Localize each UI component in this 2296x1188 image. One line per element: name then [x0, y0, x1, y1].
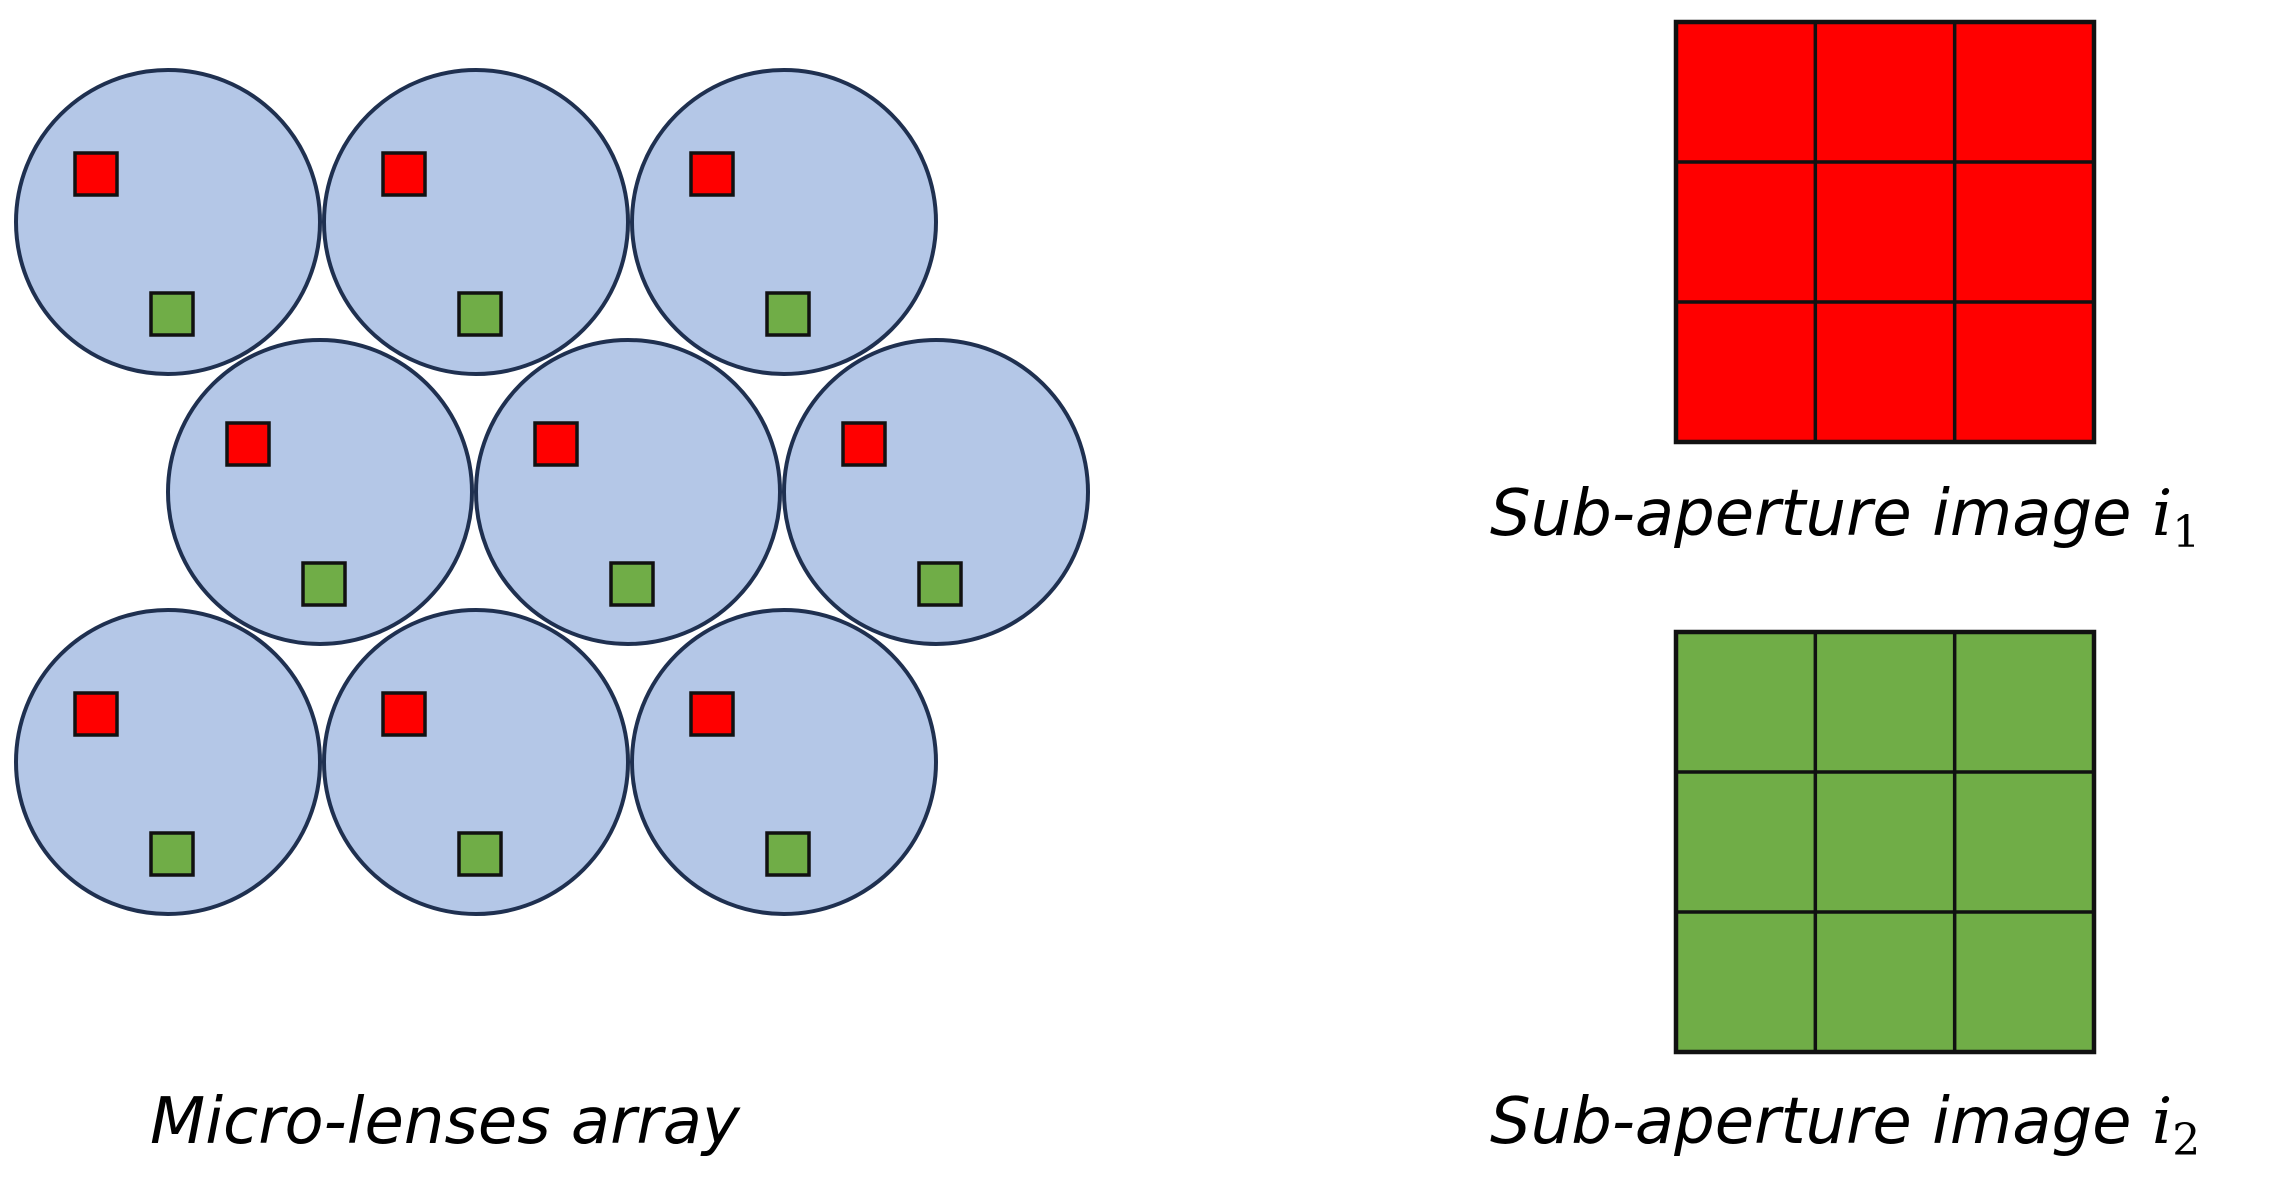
grid-border: [1673, 629, 2097, 1055]
caption-sub1-index: 1: [2172, 507, 2201, 558]
micro-lens: [322, 68, 630, 376]
grid-border: [1673, 19, 2097, 445]
caption-sub1-variable: i: [2151, 477, 2173, 551]
red-pixel: [225, 421, 271, 467]
red-pixel: [533, 421, 579, 467]
red-pixel: [689, 151, 735, 197]
grid-fill: [1676, 632, 2094, 1052]
caption-sub2-variable: i: [2151, 1085, 2173, 1159]
micro-lens: [322, 608, 630, 916]
red-pixel: [381, 151, 427, 197]
green-pixel: [457, 291, 503, 337]
red-pixel: [689, 691, 735, 737]
micro-lens: [14, 68, 322, 376]
micro-lens: [630, 608, 938, 916]
sub-aperture-images: [1673, 19, 2097, 1055]
micro-lens: [782, 338, 1090, 646]
micro-lens: [630, 68, 938, 376]
green-pixel: [917, 561, 963, 607]
sub-aperture-grid-2: [1673, 629, 2097, 1055]
micro-lens: [166, 338, 474, 646]
micro-lens: [474, 338, 782, 646]
caption-sub2-index: 2: [2172, 1115, 2201, 1166]
caption-sub2-text: Sub-aperture image: [1490, 1085, 2132, 1159]
caption-sub1-text: Sub-aperture image: [1490, 477, 2132, 551]
green-pixel: [765, 291, 811, 337]
micro-lenses-array: [14, 68, 1090, 916]
red-pixel: [73, 691, 119, 737]
caption-micro-lenses-text: Micro-lenses array: [150, 1085, 740, 1159]
red-pixel: [381, 691, 427, 737]
red-pixel: [73, 151, 119, 197]
green-pixel: [301, 561, 347, 607]
red-pixel: [841, 421, 887, 467]
caption-sub-aperture-image-1: Sub-aperture image i1: [1490, 482, 2200, 555]
caption-micro-lenses-array: Micro-lenses array: [150, 1090, 740, 1154]
green-pixel: [457, 831, 503, 877]
green-pixel: [149, 291, 195, 337]
sub-aperture-grid-1: [1673, 19, 2097, 445]
green-pixel: [149, 831, 195, 877]
micro-lens: [14, 608, 322, 916]
green-pixel: [765, 831, 811, 877]
green-pixel: [609, 561, 655, 607]
grid-fill: [1676, 22, 2094, 442]
caption-sub-aperture-image-2: Sub-aperture image i2: [1490, 1090, 2200, 1163]
